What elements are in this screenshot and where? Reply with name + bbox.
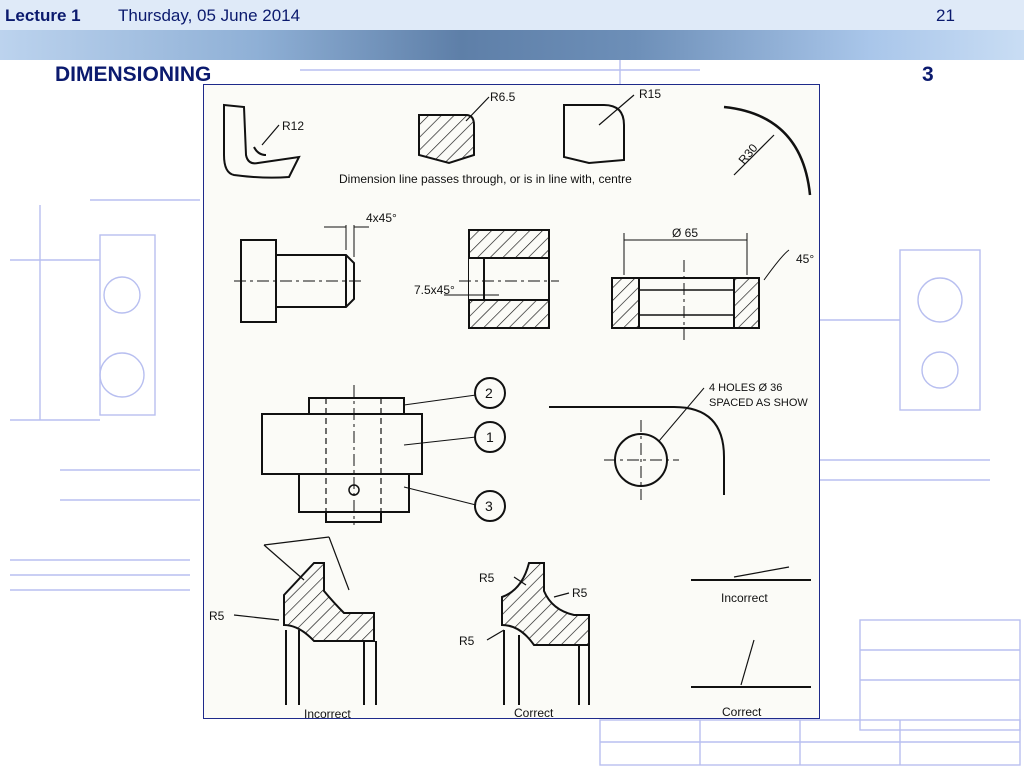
plate-holes-view [549,387,725,500]
label-r5-c: R5 [572,586,588,600]
label-chamfer-4x45: 4x45° [366,211,397,225]
label-angle-45: 45° [796,252,814,266]
slide-title: DIMENSIONING [55,63,212,86]
balloon-3: 3 [485,498,493,514]
label-r15: R15 [639,87,661,101]
block-r15 [563,94,635,165]
label-r30: R30 [736,141,761,167]
label-holes-line1: 4 HOLES Ø 36 [709,382,782,394]
label-dia-65: Ø 65 [672,226,698,240]
assembly-view [261,377,506,525]
caption-dimension-line: Dimension line passes through, or is in … [339,172,632,186]
lecture-label: Lecture 1 [5,6,81,25]
caption-incorrect-right: Incorrect [721,591,768,605]
figure-panel: R12 R6.5 R15 R30 Dimension line passes t… [203,84,820,719]
label-holes-line2: SPACED AS SHOW [709,397,808,409]
bush-section-view [444,229,559,329]
leader-examples [691,566,811,688]
label-r6-5: R6.5 [490,90,516,104]
shaft-chamfer-view [234,225,369,323]
label-r5-b: R5 [479,571,495,585]
caption-incorrect-left: Incorrect [304,707,351,719]
page-number: 21 [936,6,955,25]
balloon-2: 2 [485,385,493,401]
label-r12: R12 [282,119,304,133]
block-r6-5 [418,96,490,165]
background-drawing [10,60,1021,766]
caption-correct-right: Correct [722,705,762,719]
title-bar: DIMENSIONING 3 [0,30,1024,86]
ring-section-view [611,233,790,340]
date-label: Thursday, 05 June 2014 [118,6,301,25]
label-r5-d: R5 [459,634,475,648]
arc-r30 [723,105,812,196]
fillet-incorrect-view [233,536,377,705]
label-chamfer-7-5x45: 7.5x45° [414,283,455,297]
slide-title-number: 3 [922,63,934,86]
caption-correct-middle: Correct [514,706,554,719]
fillet-correct-view [486,562,590,705]
dimensioning-figure: R12 R6.5 R15 R30 Dimension line passes t… [209,87,814,719]
balloon-1: 1 [486,429,494,445]
angle-section-r12 [223,103,301,179]
label-r5-a: R5 [209,609,225,623]
slide-header: Lecture 1 Thursday, 05 June 2014 21 [0,0,1024,30]
